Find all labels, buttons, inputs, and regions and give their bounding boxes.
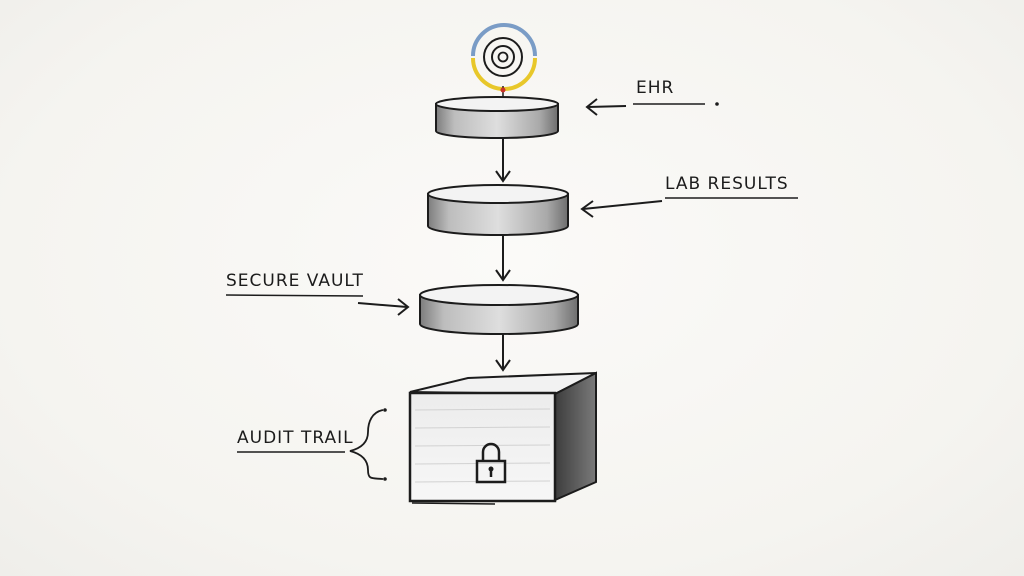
flow-arrow-2: [495, 235, 511, 282]
ehr-label: EHR: [636, 78, 675, 98]
target-ring-icon: [471, 23, 537, 97]
secure-vault-label: SECURE VAULT: [226, 271, 364, 291]
flow-arrow-3: [495, 334, 511, 372]
ehr-pointer: [585, 98, 719, 116]
secure-vault-pointer: [225, 294, 410, 316]
audit-trail-label: AUDIT TRAIL: [237, 428, 354, 448]
lab-results-pointer: [580, 197, 798, 218]
audit-trail-brace: [237, 408, 387, 481]
padlock-icon: [475, 442, 507, 484]
lab-results-disk: [427, 184, 569, 236]
flow-arrow-1: [495, 139, 511, 183]
ehr-disk: [435, 96, 559, 139]
lab-results-label: LAB RESULTS: [665, 174, 789, 194]
secure-vault-disk: [419, 284, 579, 335]
audit-trail-box: [408, 371, 597, 505]
